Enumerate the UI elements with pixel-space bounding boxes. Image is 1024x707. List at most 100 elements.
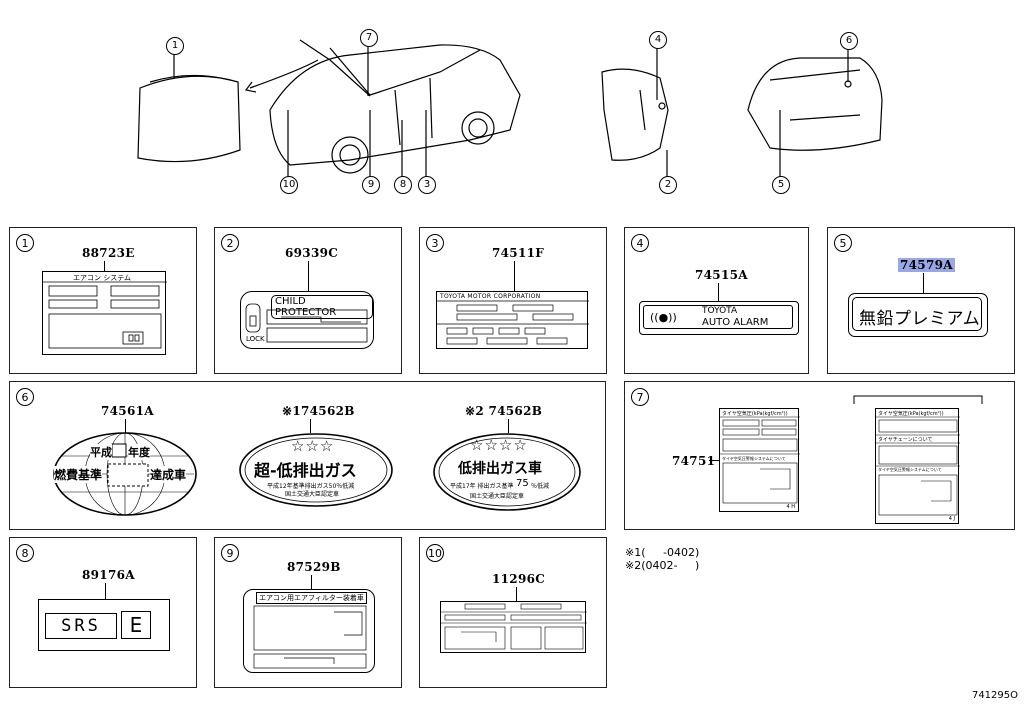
part-number[interactable]: 69339C [285, 246, 339, 260]
part-number[interactable]: 88723E [82, 246, 135, 260]
panel-10: 10 11296C [419, 537, 607, 688]
panel-number: 3 [426, 234, 444, 252]
label-note-1c: ％低減 [531, 483, 550, 490]
label-main: 低排出ガス車 [458, 461, 542, 477]
tire-title-right: タイヤ空気圧(kPa(kgf/cm²)) [878, 411, 944, 417]
panel-4: 4 74515A ((●)) TOYOTA AUTO ALARM [624, 227, 809, 374]
callout-2: 2 [659, 176, 677, 194]
e-box: E [121, 611, 151, 639]
panel-number: 10 [426, 544, 444, 562]
tire-label-left: タイヤ空気圧(kPa(kgf/cm²)) タイヤ空気圧警報システムについて 4 … [719, 408, 800, 512]
callout-6: 6 [840, 32, 858, 50]
callout-7: 7 [360, 29, 378, 47]
tire-foot-right: 4 J [948, 516, 955, 522]
leader-line [105, 583, 106, 599]
callout-1: 1 [166, 37, 184, 55]
label-text-c: 燃費基準 [54, 466, 103, 483]
part-number[interactable]: 11296C [492, 572, 546, 586]
diagram-code: 741295O [971, 690, 1018, 701]
label-text-b: 年度 [128, 444, 150, 460]
fuel-economy-label-shape [53, 432, 197, 516]
label-inner-border [852, 297, 982, 331]
leader-line [516, 587, 517, 601]
stars: ☆☆☆ [291, 437, 335, 455]
panel-number: 2 [221, 234, 239, 252]
label-89176a: SRS E [38, 599, 170, 651]
callout-10: 10 [280, 176, 298, 194]
bracket [853, 395, 983, 404]
part-number[interactable]: 74561A [101, 404, 154, 418]
label-note-2: 国土交通大臣認定車 [285, 491, 340, 498]
part-number[interactable]: 89176A [82, 568, 135, 582]
label-title: エアコン用エアフィルター装着車 [256, 592, 367, 604]
label-line-2: AUTO ALARM [702, 317, 769, 328]
label-74515a: ((●)) TOYOTA AUTO ALARM [639, 301, 799, 335]
label-main: 超-低排出ガス [254, 461, 357, 480]
panel-1: 1 88723E エアコン システム [9, 227, 197, 374]
label-note-1a: 平成17年 排出ガス基準 [450, 483, 514, 490]
low-emission-label-shape [239, 433, 393, 507]
callout-3: 3 [418, 176, 436, 194]
callout-4: 4 [649, 31, 667, 49]
label-note-1: 平成12年基準排出ガス50％低減 [267, 483, 355, 490]
part-number[interactable]: ※174562B [282, 404, 355, 418]
callout-9: 9 [362, 176, 380, 194]
callout-5: 5 [772, 176, 790, 194]
leader-line [718, 283, 719, 301]
label-title: CHILD PROTECTOR [271, 295, 373, 319]
label-line-1: TOYOTA [702, 306, 738, 316]
part-number[interactable]: 74751 [672, 454, 716, 468]
part-number[interactable]: 74511F [492, 246, 545, 260]
panel-7: 7 74751 タイヤ空気圧(kPa(kgf/cm²)) タイヤ空気圧警報システ… [624, 381, 1015, 530]
panel-number: 7 [631, 388, 649, 406]
label-note-2: 国土交通大臣認定車 [470, 493, 525, 500]
label-title: エアコン システム [73, 274, 132, 282]
panel-number: 5 [834, 234, 852, 252]
panel-5: 5 74579A 無鉛プレミアム [827, 227, 1015, 374]
panel-8: 8 89176A SRS E [9, 537, 197, 688]
label-sub: LOCK [246, 335, 265, 343]
leader-line [923, 273, 924, 293]
leader-line [508, 419, 509, 433]
label-11296c [440, 601, 587, 653]
panel-number: 9 [221, 544, 239, 562]
leader-line [709, 460, 719, 461]
panel-number: 4 [631, 234, 649, 252]
leader-line [125, 419, 126, 433]
label-text: 無鉛プレミアム [859, 309, 981, 329]
srs-box: SRS [45, 613, 117, 639]
note-2: ※2(0402- ) [625, 559, 700, 572]
panel-9: 9 87529B エアコン用エアフィルター装着車 [214, 537, 402, 688]
label-text-d: 達成車 [150, 466, 187, 483]
part-number[interactable]: 74515A [695, 268, 748, 282]
panel-number: 8 [16, 544, 34, 562]
part-number[interactable]: ※2 74562B [465, 404, 543, 418]
label-text-a: 平成 [90, 444, 112, 460]
leader-line [104, 261, 105, 271]
alarm-icon: ((●)) [650, 311, 677, 324]
leader-line [310, 419, 311, 433]
label-title: TOYOTA MOTOR CORPORATION [440, 293, 541, 300]
label-74511f: TOYOTA MOTOR CORPORATION [436, 291, 589, 349]
label-69339c: CHILD PROTECTOR LOCK [240, 291, 374, 349]
leader-line [514, 261, 515, 291]
tire-title-left: タイヤ空気圧(kPa(kgf/cm²)) [722, 411, 788, 417]
tire-mid2-right: タイヤ空気圧警報システムについて [878, 467, 942, 472]
label-note-1b: 75 [516, 478, 529, 489]
leader-line [308, 261, 309, 291]
label-74579a: 無鉛プレミアム [848, 293, 988, 337]
panel-number: 1 [16, 234, 34, 252]
label-87529b: エアコン用エアフィルター装着車 [243, 589, 375, 673]
callout-8: 8 [394, 176, 412, 194]
tire-label-right: タイヤ空気圧(kPa(kgf/cm²)) タイヤチェーンについて タイヤ空気圧警… [875, 408, 960, 524]
tire-foot-left: 4 H [786, 504, 795, 510]
tire-mid-right: タイヤチェーンについて [878, 437, 933, 443]
tire-mid-left: タイヤ空気圧警報システムについて [722, 456, 786, 461]
part-number-highlighted[interactable]: 74579A [898, 258, 955, 272]
panel-number: 6 [16, 388, 34, 406]
label-inner-border [643, 305, 793, 329]
low-emission-label-shape-2 [433, 433, 581, 511]
label-88723e: エアコン システム [42, 271, 167, 355]
note-1: ※1( -0402) [625, 546, 700, 559]
part-number[interactable]: 87529B [287, 560, 341, 574]
